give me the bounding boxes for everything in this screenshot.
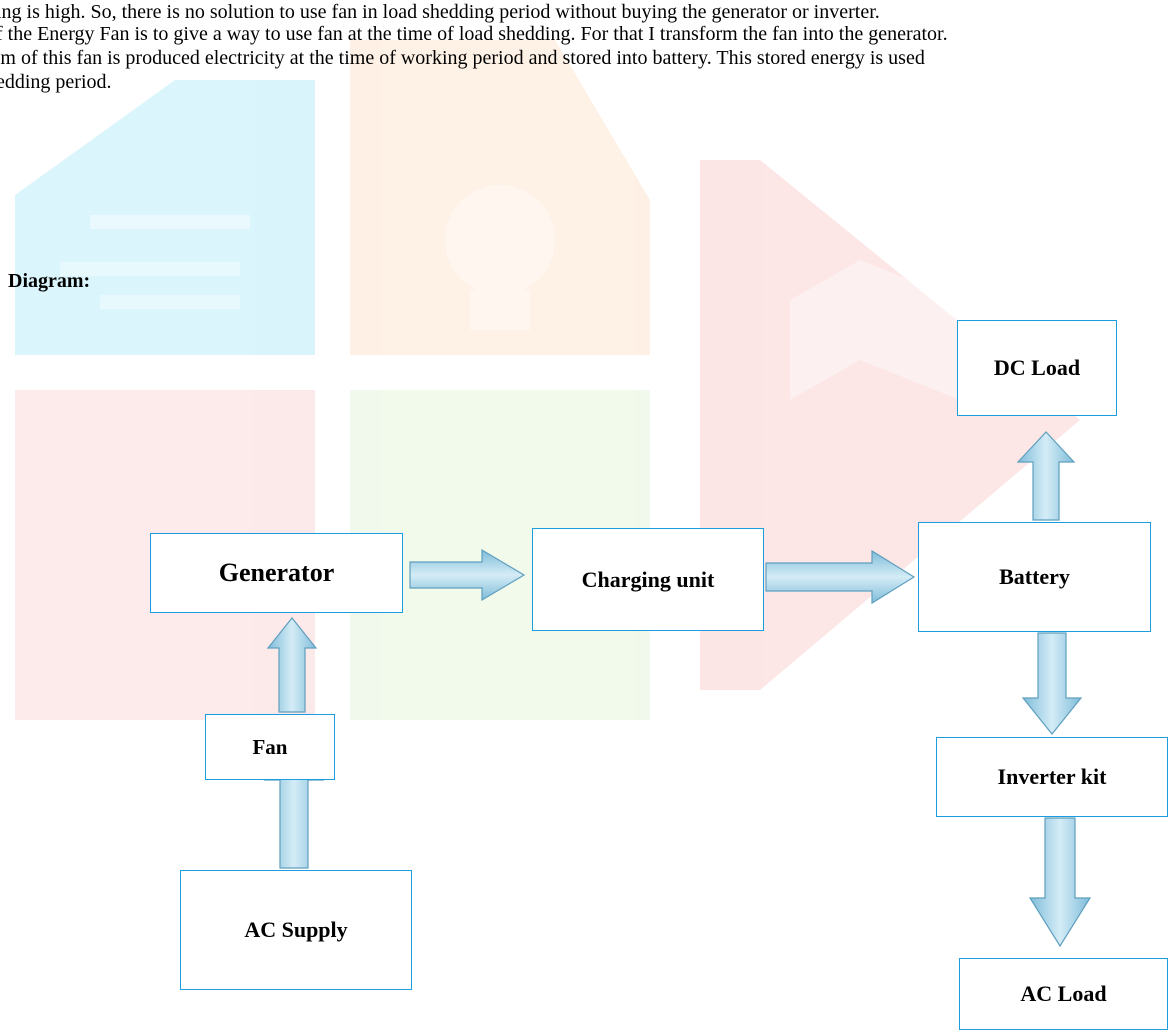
ac-supply-block: AC Supply [180,870,412,990]
dc-load-block: DC Load [957,320,1117,416]
arrow-battery-to-dcload [1016,431,1076,521]
generator-label: Generator [218,558,335,587]
diagram-heading: Diagram: [8,270,91,292]
ac-load-label: AC Load [1020,981,1107,1006]
generator-block: Generator [150,533,403,613]
paragraph-line: hedding period. [0,71,112,93]
charging-unit-block: Charging unit [532,528,764,631]
paragraph-line: aim of this fan is produced electricity … [0,47,925,69]
paragraph-line: of the Energy Fan is to give a way to us… [0,23,948,45]
fan-block: Fan [205,714,335,780]
inverter-kit-label: Inverter kit [997,764,1107,789]
arrow-generator-to-charging [409,548,526,602]
paragraph-line: ding is high. So, there is no solution t… [0,1,880,23]
fan-label: Fan [252,734,288,759]
arrow-inverter-to-acload [1028,817,1092,948]
arrow-fan-to-generator [266,617,318,713]
battery-block: Battery [918,522,1151,632]
arrow-charging-to-battery [765,549,916,605]
dc-load-label: DC Load [993,355,1081,380]
arrow-battery-to-inverter [1021,632,1083,735]
ac-load-block: AC Load [959,958,1168,1030]
battery-label: Battery [999,564,1070,589]
ac-supply-label: AC Supply [244,917,348,942]
inverter-kit-block: Inverter kit [936,737,1168,817]
charging-unit-label: Charging unit [581,566,715,592]
